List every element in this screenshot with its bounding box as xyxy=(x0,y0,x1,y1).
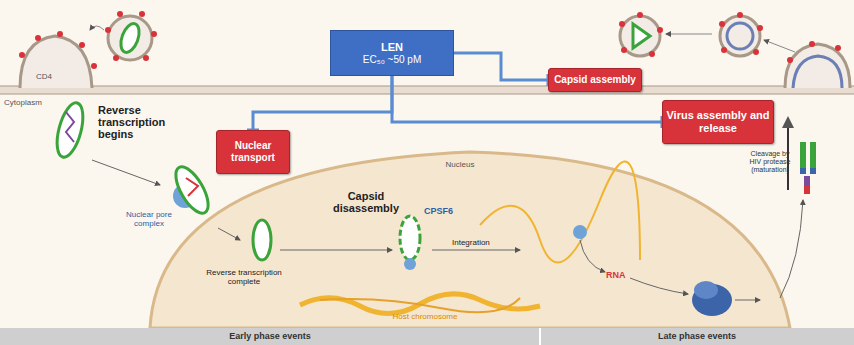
node-title: Nuclear transport xyxy=(217,140,289,164)
capsid xyxy=(117,21,142,55)
immature-virion xyxy=(720,16,760,56)
host-chromosome xyxy=(300,294,540,314)
inhibition-connector xyxy=(454,53,548,86)
node-subtitle: EC₅₀ ~50 pM xyxy=(363,54,421,66)
spikes xyxy=(787,41,841,63)
flow-arrow xyxy=(764,40,795,52)
capsid xyxy=(169,162,214,218)
gag-lattice xyxy=(727,23,753,49)
spikes xyxy=(619,12,663,57)
capsid xyxy=(633,24,650,48)
phase-band xyxy=(0,328,854,345)
spikes xyxy=(19,31,97,69)
inhibited-step-box: Virus assembly and release xyxy=(662,100,774,144)
node-title: LEN xyxy=(381,41,403,54)
spikes xyxy=(105,11,157,61)
nucleus-envelope xyxy=(150,152,790,328)
flow-arrow xyxy=(218,228,240,240)
annotation-label: Cleavage by HIV protease (maturation) xyxy=(744,150,796,174)
membrane-edge xyxy=(0,86,854,87)
flow-arrow xyxy=(580,240,605,272)
node-title: Capsid assembly xyxy=(554,74,636,86)
flow-arrow xyxy=(780,200,803,298)
flow-arrow xyxy=(280,250,392,251)
annotation-label: CPSF6 xyxy=(424,206,474,216)
annotation-label: RNA xyxy=(606,270,636,280)
flow-arrow xyxy=(630,278,688,294)
host-chromosome xyxy=(480,162,640,263)
entry-virion xyxy=(20,36,92,88)
capsid xyxy=(253,220,271,260)
mature-virion xyxy=(620,16,660,56)
node-title: Virus assembly and release xyxy=(663,109,773,135)
spikes xyxy=(719,12,763,55)
cell-membrane xyxy=(0,86,854,94)
annotation-label: Early phase events xyxy=(0,331,540,341)
inhibited-step-box: Capsid assembly xyxy=(548,68,642,92)
cpsf6 xyxy=(404,258,416,270)
viral-rna xyxy=(186,178,198,196)
flow-arrow xyxy=(92,160,160,185)
disassembling-capsid xyxy=(400,216,420,260)
annotation-label: CD4 xyxy=(36,72,76,82)
flow-arrow xyxy=(90,26,104,30)
annotation-label: Cytoplasm xyxy=(4,98,64,108)
annotation-label: Capsid disassembly xyxy=(326,190,406,214)
inhibition-connector xyxy=(247,76,392,130)
annotation-label: Nuclear pore complex xyxy=(118,210,180,228)
flow-arrow xyxy=(432,250,520,251)
inhibitor-box: LENEC₅₀ ~50 pM xyxy=(330,30,454,76)
virion xyxy=(108,16,152,60)
host-chromosome xyxy=(320,298,520,312)
annotation-label: Integration xyxy=(452,238,512,248)
gag-lattice xyxy=(793,56,842,88)
annotation-label: Late phase events xyxy=(540,331,854,341)
membrane-edge xyxy=(0,94,854,95)
annotation-label: Reverse transcription begins xyxy=(98,104,188,140)
annotation-label: Nucleus xyxy=(430,160,490,170)
annotation-label: Reverse transcription complete xyxy=(196,268,292,286)
gag-polyprotein xyxy=(800,142,816,194)
viral-rna xyxy=(66,112,74,142)
inhibited-step-box: Nuclear transport xyxy=(216,130,290,174)
annotation-label: Host chromosome xyxy=(370,312,480,322)
phase-divider xyxy=(539,328,541,345)
capsid xyxy=(52,100,88,160)
integrated-provirus xyxy=(573,225,587,239)
ribosome xyxy=(694,281,718,299)
budding-virion xyxy=(785,44,850,88)
flow-arrow xyxy=(735,300,760,301)
flow-arrow xyxy=(666,34,712,35)
